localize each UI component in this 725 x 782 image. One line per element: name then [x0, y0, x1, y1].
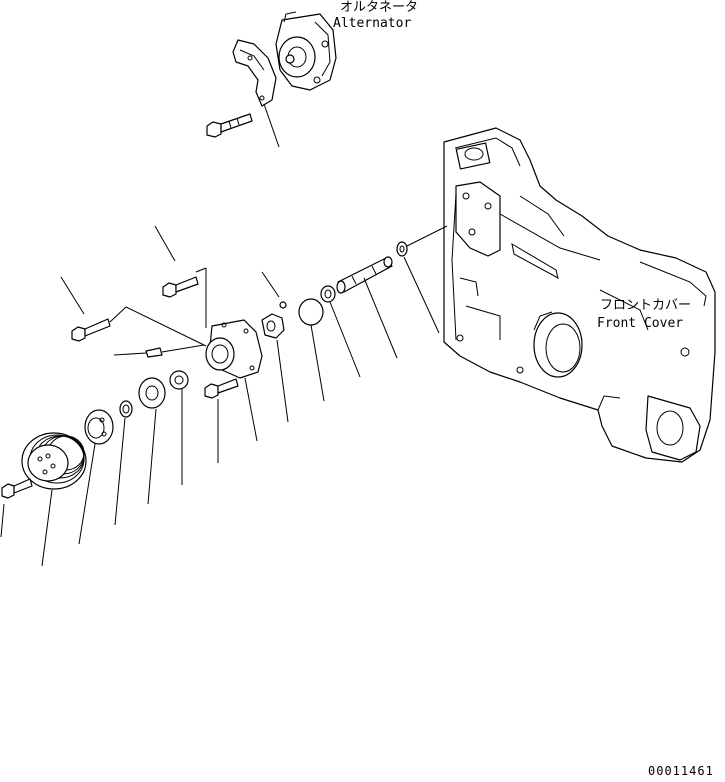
alternator-bolt — [206, 113, 253, 138]
front-cover-label-jp: フロントカバー — [600, 298, 692, 313]
alternator-bracket — [232, 39, 277, 107]
spacer — [138, 377, 166, 409]
stud-pin — [145, 347, 163, 358]
pulley-hub — [84, 409, 114, 445]
small-ball — [279, 301, 287, 309]
assembly-lines — [109, 225, 448, 356]
alternator — [275, 11, 337, 91]
drawing-number: 00011461 — [648, 764, 714, 778]
front-cover — [443, 127, 716, 463]
front-cover-label-en: Front Cover — [597, 316, 684, 331]
shaft-lock-washer — [396, 241, 408, 257]
pulley — [21, 432, 87, 490]
bearing-hex — [261, 313, 285, 339]
bracket-bolt-long — [71, 318, 111, 342]
alternator-label-jp: オルタネータ — [340, 0, 419, 15]
shaft-washer — [320, 285, 336, 303]
leader-lines — [0, 225, 440, 567]
alternator-label-en: Alternator — [333, 16, 412, 31]
bracket-bolt-upper — [162, 276, 199, 298]
lock-washer — [119, 400, 133, 418]
nut — [169, 370, 189, 390]
o-ring — [298, 298, 324, 326]
pulley-bolt — [1, 478, 33, 499]
bracket-bolt-lower — [204, 378, 239, 399]
idler-bracket — [205, 319, 263, 379]
leader-line — [263, 103, 280, 148]
idler-shaft — [336, 256, 393, 294]
